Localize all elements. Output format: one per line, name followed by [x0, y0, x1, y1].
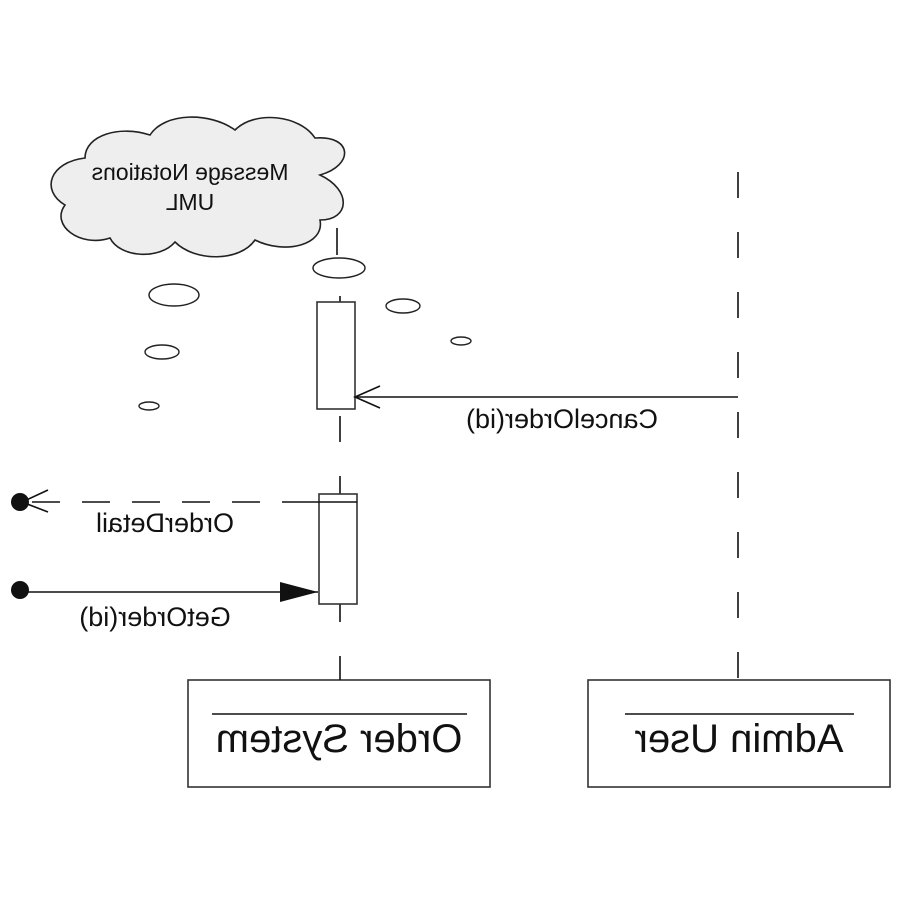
- thought-bubble-3: [385, 298, 421, 314]
- activation-bar-get: [318, 493, 358, 605]
- get-order-label: GetOrder(id): [79, 602, 231, 632]
- activation-bar-cancel: [316, 301, 356, 410]
- cloud-shape: [50, 116, 346, 258]
- note-line-1: Message Notations: [92, 159, 289, 185]
- thought-bubble-6: [138, 401, 160, 411]
- admin-user-label: Admin User: [635, 717, 844, 761]
- lifeline-admin-user: Admin User: [587, 679, 891, 788]
- order-system-label: Order System: [216, 717, 463, 761]
- cancel-order-arrowhead: [353, 385, 381, 409]
- message-get-order: GetOrder(id): [11, 581, 318, 632]
- note-line-2: UML: [166, 189, 215, 215]
- thought-bubble-5: [450, 336, 472, 346]
- message-order-detail: OrderDetail: [11, 489, 357, 538]
- note-cloud: Message Notations UML: [50, 116, 346, 258]
- order-detail-endpoint: [11, 493, 29, 511]
- cancel-order-label: CancelOrder(id): [466, 404, 658, 434]
- thought-bubble-4: [144, 344, 180, 360]
- get-order-endpoint: [11, 581, 29, 599]
- get-order-arrowhead: [280, 582, 318, 602]
- order-system-box: [187, 679, 491, 788]
- message-cancel-order: CancelOrder(id): [353, 385, 738, 434]
- thought-bubble-1: [312, 257, 366, 279]
- order-detail-label: OrderDetail: [96, 508, 234, 538]
- thought-bubble-2: [148, 283, 200, 307]
- lifeline-order-system: Order System: [187, 679, 491, 788]
- admin-user-box: [587, 679, 891, 788]
